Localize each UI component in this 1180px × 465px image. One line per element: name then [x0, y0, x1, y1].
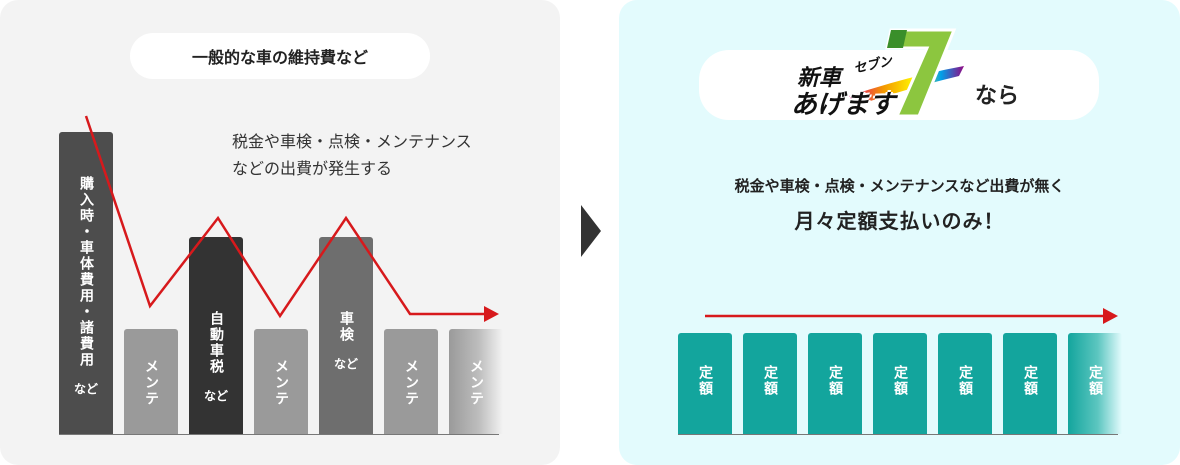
- left-panel: 一般的な車の維持費など 税金や車検・点検・メンテナンス などの出費が発生する 購…: [0, 0, 560, 465]
- right-bar-6: 定額: [1003, 333, 1057, 434]
- right-bar-label: 定額: [957, 365, 973, 397]
- logo-seven-icon: [849, 28, 964, 118]
- left-bar-3: 自動車税など: [189, 237, 243, 434]
- left-title: 一般的な車の維持費など: [130, 33, 430, 79]
- transition-arrow-icon: [581, 205, 601, 257]
- right-bar-label: 定額: [827, 365, 843, 397]
- left-trend-arrowhead: [484, 306, 499, 322]
- left-trend-line: [84, 115, 484, 319]
- right-bar-7: 定額: [1068, 333, 1122, 434]
- left-bar-label: メンテ: [273, 359, 289, 407]
- left-bar-1: 購入時・車体費用・諸費用など: [59, 132, 113, 434]
- right-baseline: [678, 434, 1118, 435]
- right-bar-1: 定額: [678, 333, 732, 434]
- right-bar-2: 定額: [743, 333, 797, 434]
- right-panel: セブン 新車 あげます なら 税金や車検・点検・メンテナンスなど出費が無く 月々…: [619, 0, 1180, 465]
- logo-line2: あげます: [791, 90, 896, 120]
- right-bar-label: 定額: [762, 365, 778, 397]
- left-bar-label: メンテ: [143, 359, 159, 407]
- left-bar-label: メンテ: [403, 359, 419, 407]
- right-trend-arrowhead: [1103, 308, 1118, 324]
- right-bar-label: 定額: [1022, 365, 1038, 397]
- left-bar-7: メンテ: [449, 329, 503, 434]
- logo-line1: 新車: [797, 66, 842, 91]
- left-note-line1: 税金や車検・点検・メンテナンス: [232, 132, 472, 151]
- left-bar-label: メンテ: [468, 359, 484, 407]
- left-bar-sub: など: [333, 357, 358, 371]
- nara-text: なら: [975, 84, 1020, 109]
- left-bar-2: メンテ: [124, 329, 178, 434]
- right-bar-label: 定額: [892, 365, 908, 397]
- left-baseline: [59, 434, 499, 435]
- left-bar-6: メンテ: [384, 329, 438, 434]
- right-bar-3: 定額: [808, 333, 862, 434]
- right-bar-label: 定額: [1087, 365, 1103, 397]
- right-bar-label: 定額: [697, 365, 713, 397]
- left-note: 税金や車検・点検・メンテナンス などの出費が発生する: [232, 128, 472, 182]
- left-bar-4: メンテ: [254, 329, 308, 434]
- left-bar-5: 車検など: [319, 237, 373, 434]
- right-note-line2: 月々定額支払いのみ！: [794, 209, 1005, 233]
- brand-logo: セブン 新車 あげます: [779, 26, 969, 120]
- left-bar-sub: など: [203, 389, 228, 403]
- left-bar-label: 購入時・車体費用・諸費用: [78, 176, 94, 368]
- left-note-line2: などの出費が発生する: [232, 159, 393, 178]
- right-bar-5: 定額: [938, 333, 992, 434]
- left-trend-svg: [84, 115, 499, 322]
- left-bar-label: 車検: [338, 311, 354, 343]
- left-bar-sub: など: [73, 382, 98, 396]
- right-trend-svg: [705, 308, 1118, 324]
- right-note-line1: 税金や車検・点検・メンテナンスなど出費が無く: [734, 177, 1065, 195]
- left-bar-label: 自動車税: [208, 311, 224, 375]
- right-bar-4: 定額: [873, 333, 927, 434]
